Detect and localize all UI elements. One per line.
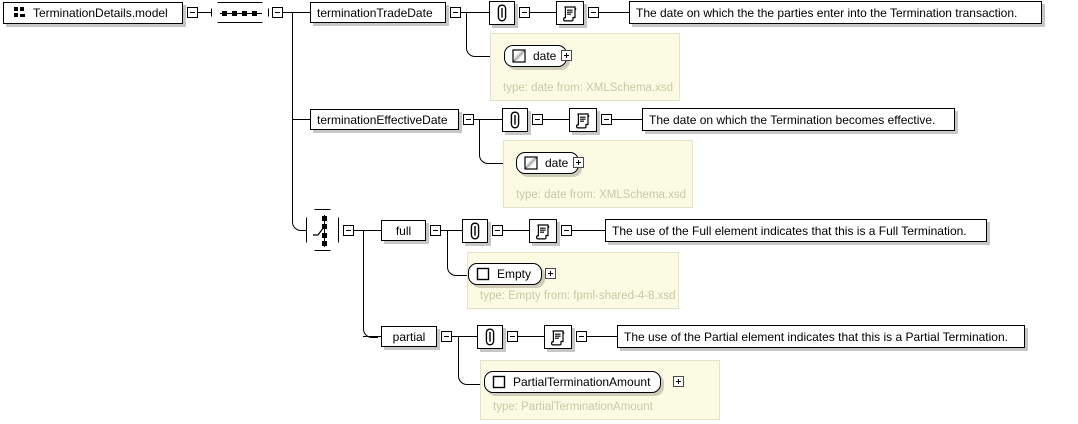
trunk-vertical [292,12,307,231]
attachment-icon [496,4,508,22]
documentation-text: The use of the Partial element indicates… [624,329,1008,344]
full-link-b [572,230,605,231]
element-label: terminationTradeDate [317,5,433,20]
element-collapse-toggle-full[interactable] [430,225,441,236]
partial-link-a [518,336,544,337]
complextype-icon [476,267,490,281]
element-collapse-toggle-terminationEffectiveDate[interactable] [463,114,474,125]
root-model-node[interactable]: TerminationDetails.model [3,2,183,24]
type-panel-text: type: Empty from: fpml-shared-4-8.xsd [480,289,676,302]
element-collapse-toggle-terminationTradeDate[interactable] [450,7,461,18]
type-panel-text: type: PartialTerminationAmount [493,400,653,413]
type-node-expand-toggle-1[interactable] [561,50,572,61]
choice-node[interactable] [306,209,339,251]
documentation-collapse-toggle-partial[interactable] [576,331,587,342]
row2-stub [474,119,502,120]
documentation-icon [535,223,551,240]
attachment-node-partial[interactable] [477,325,503,349]
documentation-text: The date on which the Termination become… [649,112,936,127]
attachment-icon [469,222,481,240]
type-panel-text: type: date from: XMLSchema.xsd [516,188,687,201]
trunk-branch-2 [292,119,310,120]
type-panel-text: type: date from: XMLSchema.xsd [503,81,674,94]
documentation-icon [562,5,578,22]
root-model-label: TerminationDetails.model [33,6,168,20]
row1-link-a [530,12,556,13]
trunk-branch-1 [292,12,310,13]
documentation-node-terminationTradeDate[interactable] [556,1,584,25]
partial-link-b [587,336,617,337]
attachment-icon [509,111,521,129]
documentation-text: The date on which the the parties enter … [636,5,1018,20]
sequence-node[interactable] [211,2,269,23]
type-node-label: date [545,156,569,170]
type-node-date-1[interactable]: date [504,45,568,67]
choice-branch-partial [363,336,381,337]
sequence-icon [220,8,262,19]
attachment-node-terminationEffectiveDate[interactable] [502,108,528,132]
documentation-box-terminationTradeDate: The date on which the the parties enter … [629,1,1042,24]
sequence-collapse-toggle[interactable] [272,7,283,18]
attachment-collapse-toggle-full[interactable] [492,225,503,236]
trunk-top-stub [283,12,292,13]
choice-trunk-vertical [363,230,378,338]
documentation-collapse-toggle-full[interactable] [561,225,572,236]
attachment-collapse-toggle-terminationEffectiveDate[interactable] [532,114,543,125]
type-panel-terminationTradeDate: type: date from: XMLSchema.xsd [490,33,680,101]
type-node-partialterminationamount[interactable]: PartialTerminationAmount [484,371,662,393]
simpletype-icon [512,49,526,63]
choice-branch-full [363,230,381,231]
element-node-terminationEffectiveDate[interactable]: terminationEffectiveDate [310,109,459,130]
attachment-node-full[interactable] [462,219,488,243]
element-label: full [395,223,412,238]
row1-stub [461,12,489,13]
row1-type-drop [466,12,491,57]
root-collapse-toggle[interactable] [187,7,198,18]
documentation-node-partial[interactable] [544,325,572,349]
type-node-expand-toggle-empty[interactable] [545,268,556,279]
element-node-full[interactable]: full [381,220,426,241]
element-label: partial [392,329,426,344]
choice-trunk-stub [354,230,363,231]
row2-link-a [543,119,569,120]
choice-icon [313,215,333,247]
element-node-terminationTradeDate[interactable]: terminationTradeDate [310,2,446,23]
full-type-drop [447,230,468,276]
documentation-text: The use of the Full element indicates th… [612,223,967,238]
choice-collapse-toggle[interactable] [343,225,354,236]
attachment-icon [484,328,496,346]
attachment-collapse-toggle-partial[interactable] [507,331,518,342]
attachment-node-terminationTradeDate[interactable] [489,1,515,25]
documentation-box-partial: The use of the Partial element indicates… [617,325,1025,348]
model-icon [13,6,27,20]
row2-link-b [612,119,642,120]
element-label: terminationEffectiveDate [317,112,448,127]
row1-link-b [599,12,629,13]
element-node-partial[interactable]: partial [381,326,437,347]
documentation-icon [550,329,566,346]
simpletype-icon [524,156,538,170]
documentation-collapse-toggle-terminationTradeDate[interactable] [588,7,599,18]
type-node-label: PartialTerminationAmount [513,375,651,389]
type-node-empty[interactable]: Empty [468,263,543,285]
documentation-node-full[interactable] [529,219,557,243]
type-node-expand-toggle-2[interactable] [573,157,584,168]
documentation-icon [575,112,591,129]
type-node-label: date [533,49,557,63]
partial-type-drop [458,336,481,385]
documentation-box-terminationEffectiveDate: The date on which the Termination become… [642,108,955,131]
type-node-date-2[interactable]: date [516,152,580,174]
type-node-expand-toggle-partialterminationamount[interactable] [673,376,684,387]
element-collapse-toggle-partial[interactable] [441,331,452,342]
type-panel-terminationEffectiveDate: type: date from: XMLSchema.xsd [503,140,693,208]
row2-type-drop [479,119,504,164]
documentation-node-terminationEffectiveDate[interactable] [569,108,597,132]
connector-root-sequence [198,12,211,13]
type-node-label: Empty [497,267,532,281]
full-link-a [503,230,529,231]
complextype-icon [492,375,506,389]
attachment-collapse-toggle-terminationTradeDate[interactable] [519,7,530,18]
documentation-box-full: The use of the Full element indicates th… [605,219,987,242]
documentation-collapse-toggle-terminationEffectiveDate[interactable] [601,114,612,125]
